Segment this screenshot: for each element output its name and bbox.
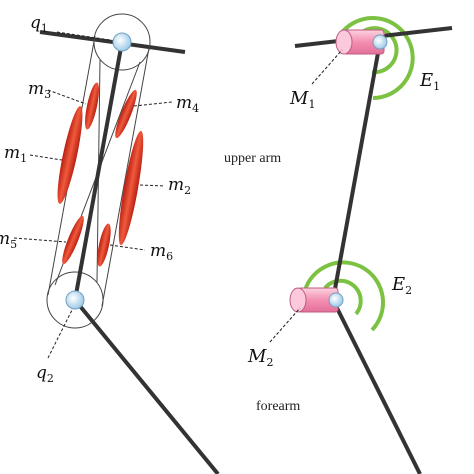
label-q2: q2	[36, 363, 54, 385]
leader-m6	[109, 244, 146, 251]
leader-m4	[133, 101, 173, 107]
left-arm-model: q1 m3 m4 m1 m2 m5 m6 q2	[0, 13, 220, 474]
motor-m2	[289, 287, 344, 313]
label-E1: E1	[419, 70, 440, 93]
upper-arm-link-left	[73, 41, 124, 301]
belt-right	[101, 47, 150, 307]
label-forearm: forearm	[256, 399, 300, 414]
label-m6: m6	[150, 241, 173, 263]
label-upper-arm: upper arm	[224, 151, 281, 166]
leader-m2	[139, 184, 166, 187]
leader-q1	[56, 31, 111, 41]
leader-q2	[47, 309, 73, 359]
label-E2: E2	[391, 274, 412, 297]
muscle-m5	[62, 215, 84, 265]
label-m1: m1	[4, 143, 27, 165]
upper-arm-link-right	[331, 41, 382, 301]
leader-m1	[29, 154, 63, 161]
spring-e2-inner	[323, 278, 363, 316]
label-q1: q1	[30, 13, 48, 35]
forearm-link-left	[73, 298, 220, 474]
joint-q1	[112, 32, 132, 52]
label-m5: m5	[0, 229, 17, 251]
label-m3: m3	[28, 79, 51, 101]
spring-e1-outer	[338, 16, 415, 100]
leader-m3	[47, 89, 87, 105]
muscle-m6	[97, 223, 111, 267]
label-M1: M1	[289, 88, 315, 111]
muscle-m1	[57, 106, 83, 204]
leader-M2	[269, 307, 301, 343]
forearm-link-right	[331, 299, 422, 474]
right-arm-model: M1 E1 M2 E2 upper arm forearm	[224, 16, 453, 474]
spring-e2-outer	[303, 260, 386, 332]
muscle-m4	[115, 89, 137, 139]
muscle-m2	[118, 130, 144, 246]
label-m2: m2	[168, 175, 191, 197]
joint-q2	[65, 290, 85, 310]
muscle-m3	[85, 82, 99, 130]
leader-M1	[311, 49, 343, 85]
leader-m5	[13, 237, 67, 243]
motor-m1	[335, 29, 388, 55]
label-M2: M2	[247, 346, 273, 369]
label-m4: m4	[176, 93, 199, 115]
